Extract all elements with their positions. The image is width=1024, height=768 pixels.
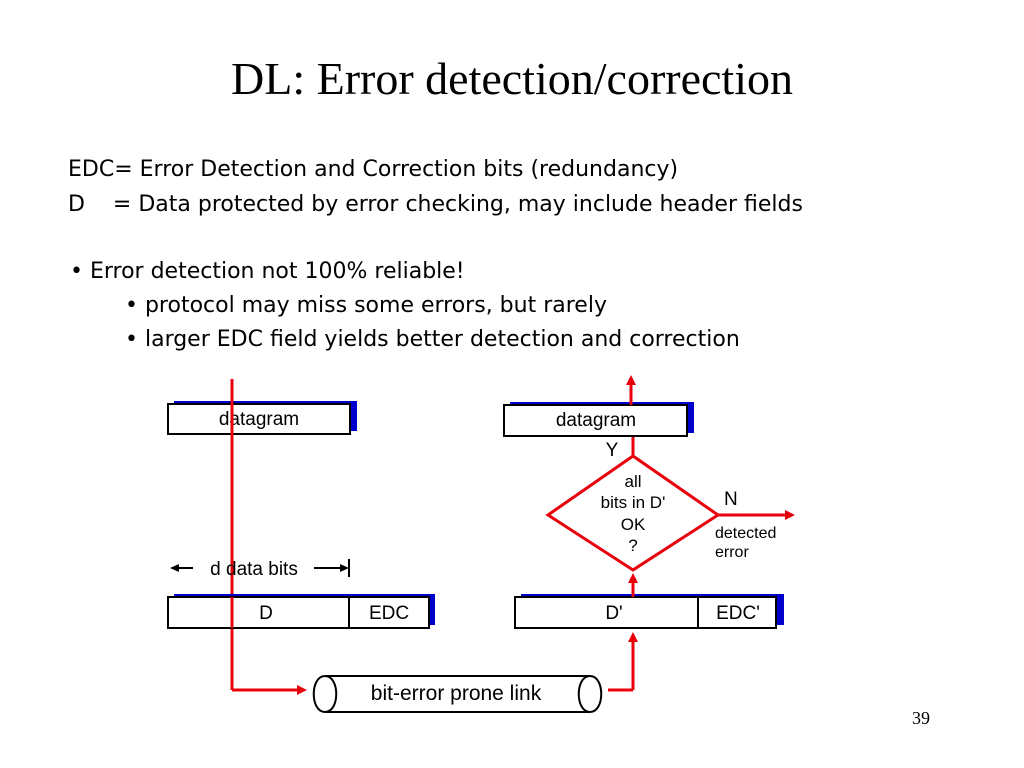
yes-label: Y <box>606 440 619 461</box>
no-label: N <box>724 489 738 510</box>
error-label: error <box>715 544 749 561</box>
sender-d-label: D <box>259 603 273 624</box>
receiver-d-label: D' <box>605 603 622 624</box>
decision-line-1: all <box>624 472 641 491</box>
d-data-bits-label: d data bits <box>210 559 298 580</box>
sender-datagram-box: datagram <box>167 401 357 435</box>
slide-title: DL: Error detection/correction <box>231 53 793 104</box>
decision-line-3: OK <box>621 515 646 534</box>
receiver-edc-label: EDC' <box>716 603 760 624</box>
detected-label: detected <box>715 525 776 542</box>
bullet-error-detection: • Error detection not 100% reliable! <box>70 259 465 284</box>
sender-frame-box: D EDC <box>167 594 435 629</box>
sub-bullet-larger-edc: • larger EDC field yields better detecti… <box>125 327 740 352</box>
bit-error-link: bit-error prone link <box>312 675 603 713</box>
decision-diamond: all bits in D' OK ? <box>545 454 721 572</box>
receiver-datagram-box: datagram <box>503 402 694 437</box>
decision-line-2: bits in D' <box>601 493 666 512</box>
sender-datagram-label: datagram <box>219 409 299 430</box>
sub-bullet-protocol: • protocol may miss some errors, but rar… <box>125 293 607 318</box>
d-definition: D = Data protected by error checking, ma… <box>68 192 803 217</box>
link-label: bit-error prone link <box>371 682 542 705</box>
receiver-frame-box: D' EDC' <box>514 594 784 629</box>
receiver-datagram-label: datagram <box>556 410 636 431</box>
decision-line-4: ? <box>628 536 637 555</box>
d-data-bits-indicator: d data bits <box>170 559 350 580</box>
edc-definition: EDC= Error Detection and Correction bits… <box>68 157 679 182</box>
sender-edc-label: EDC <box>369 603 409 624</box>
page-number: 39 <box>912 708 930 728</box>
